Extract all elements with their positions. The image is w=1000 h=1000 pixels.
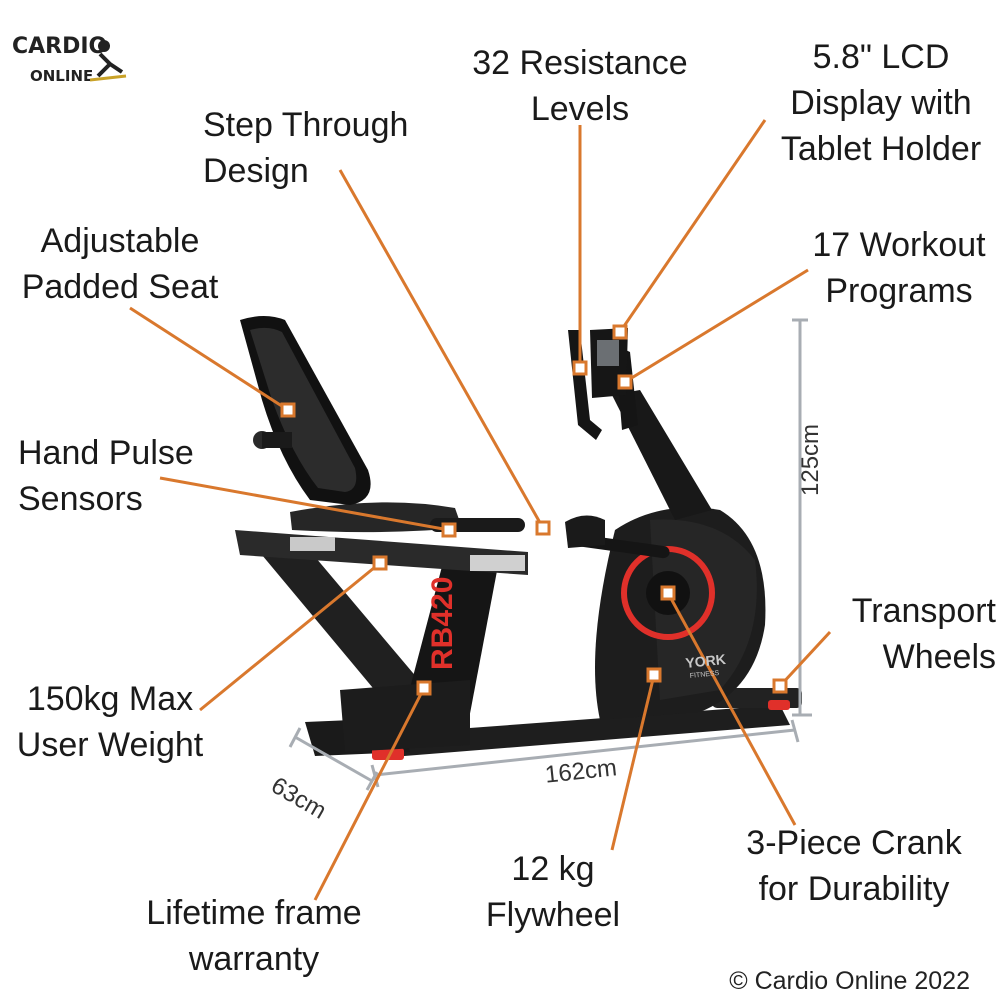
model-badge: RB420: [426, 577, 459, 670]
width-line: [294, 735, 373, 783]
logo-line-1: CARDIO: [12, 34, 108, 59]
pedal: [565, 515, 605, 548]
maker-sub-badge: FITNESS: [689, 670, 719, 680]
maker-badge: YORK: [685, 651, 727, 671]
workout-callout-line: [624, 268, 809, 384]
callout-markers: [280, 324, 788, 696]
rear-foot-cap: [372, 748, 404, 760]
backrest-inner: [250, 327, 357, 492]
seat-rail-chrome: [290, 537, 335, 551]
resistance-marker: [572, 360, 588, 376]
flywheel-callout-line: [610, 674, 656, 851]
seat-knob-arm: [262, 432, 292, 448]
handlebar: [568, 330, 602, 440]
hand-pulse-marker: [441, 522, 457, 538]
height-dimension: 125cm: [797, 423, 824, 496]
width-tick-a: [288, 727, 302, 748]
runner-icon: [90, 40, 127, 82]
cardio-online-logo: CARDIO ONLINE: [12, 30, 127, 96]
max-weight-callout-line: [199, 561, 381, 712]
lcd-callout-line: [618, 119, 767, 333]
flywheel-housing-shade: [650, 519, 757, 700]
lcd-marker: [612, 324, 628, 340]
transport-callout-line: [778, 630, 832, 688]
copyright-notice: © Cardio Online 2022: [729, 967, 970, 995]
seat-marker: [280, 402, 296, 418]
dimension-lines: [288, 318, 812, 791]
length-tick-right: [790, 719, 800, 743]
width-tick-b: [365, 771, 379, 791]
lcd-screen: [597, 340, 619, 366]
seat-callout-line: [129, 306, 289, 412]
recumbent-bike: [235, 316, 802, 760]
frame-marker: [416, 680, 432, 696]
rear-diagonal-frame: [262, 545, 440, 718]
frame-callout-line: [313, 687, 426, 901]
transport-marker: [772, 678, 788, 694]
logo-line-2: ONLINE: [30, 67, 94, 85]
lower-housing: [340, 680, 470, 752]
max-weight-marker: [372, 555, 388, 571]
flywheel-marker: [646, 667, 662, 683]
crank-callout-line: [666, 592, 797, 826]
workout-marker: [617, 374, 633, 390]
transport-wheel: [768, 700, 790, 710]
callout-lines: [129, 119, 832, 901]
base-rail: [375, 705, 790, 758]
step-through-callout-line: [338, 169, 545, 529]
length-line: [374, 728, 796, 777]
crank-marker: [660, 585, 676, 601]
step-through-marker: [535, 520, 551, 536]
hand-pulse-callout-line: [159, 476, 450, 532]
seat-rail-chrome-2: [470, 555, 525, 571]
